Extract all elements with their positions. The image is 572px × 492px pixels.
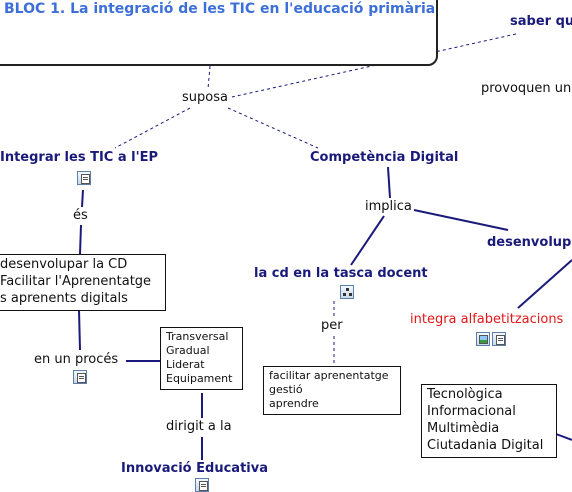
box-line: Ciutadania Digital <box>427 438 544 453</box>
phrase-dirigit-a-la[interactable]: dirigit a la <box>164 419 234 434</box>
box-line: Liderat <box>166 358 205 371</box>
box-line: s aprenents digitals <box>0 291 128 306</box>
image-icon[interactable] <box>476 332 490 346</box>
link-competencia-implica <box>387 166 391 199</box>
box-line: aprendre <box>269 397 319 410</box>
box-line: desenvolupar la CD <box>0 257 128 272</box>
concept-desenvolupar[interactable]: desenvolup <box>487 235 572 250</box>
phrase-suposa[interactable]: suposa <box>180 90 230 105</box>
document-icon[interactable] <box>73 370 87 384</box>
link-suposa-competencia <box>227 107 319 149</box>
box-line: Tecnològica <box>427 387 503 402</box>
document-icon[interactable] <box>492 332 506 346</box>
phrase-es[interactable]: és <box>71 208 90 223</box>
link-es-box <box>79 224 82 255</box>
title-box[interactable]: BLOC 1. La integració de les TIC en l'ed… <box>0 0 438 66</box>
link-box-offscreen <box>555 433 572 441</box>
link-implica-tasca <box>350 215 385 266</box>
link-implica-desenvolupar <box>413 209 509 231</box>
box-line: Transversal <box>166 330 229 343</box>
link-icon-es <box>81 189 84 208</box>
document-icon[interactable] <box>195 478 209 492</box>
map-title: BLOC 1. La integració de les TIC en l'ed… <box>4 1 436 17</box>
box-line: Gradual <box>166 344 210 357</box>
phrase-per[interactable]: per <box>319 318 345 333</box>
link-box-proces <box>78 309 81 351</box>
box-line: Informacional <box>427 404 516 419</box>
box-proces-traits[interactable]: Transversal Gradual Liderat Equipament <box>160 327 243 390</box>
link-suposa-integrar <box>114 107 191 149</box>
concept-saber-que[interactable]: saber qu <box>510 14 572 29</box>
link-title-suposa <box>207 65 211 90</box>
box-facilitar[interactable]: facilitar aprenentatge gestió aprendre <box>263 366 401 415</box>
concept-cd-tasca-docent[interactable]: la cd en la tasca docent <box>254 266 428 281</box>
box-desenvolupar-cd[interactable]: desenvolupar la CD Facilitar l'Aprenenta… <box>0 254 166 311</box>
concept-competencia-digital[interactable]: Competència Digital <box>310 150 459 165</box>
phrase-en-un-proces[interactable]: en un procés <box>32 352 121 367</box>
concept-integra-alfabetitzacions[interactable]: integra alfabetitzacions <box>410 312 564 327</box>
box-line: facilitar aprenentatge <box>269 369 389 382</box>
box-line: Facilitar l'Aprenentatge <box>0 274 152 289</box>
link-desenvolupar-integra <box>517 259 572 309</box>
phrase-implica[interactable]: implica <box>363 199 414 214</box>
concept-integrar-tic[interactable]: Integrar les TIC a l'EP <box>0 150 158 165</box>
concept-innovacio-educativa[interactable]: Innovació Educativa <box>121 461 268 476</box>
box-line: Equipament <box>166 372 233 385</box>
box-alfabetitzacions[interactable]: Tecnològica Informacional Multimèdia Ciu… <box>421 384 557 458</box>
box-line: Multimèdia <box>427 421 500 436</box>
box-line: gestió <box>269 383 303 396</box>
phrase-provoquen[interactable]: provoquen un <box>479 81 572 96</box>
hierarchy-icon[interactable] <box>340 285 354 299</box>
document-icon[interactable] <box>77 171 91 185</box>
